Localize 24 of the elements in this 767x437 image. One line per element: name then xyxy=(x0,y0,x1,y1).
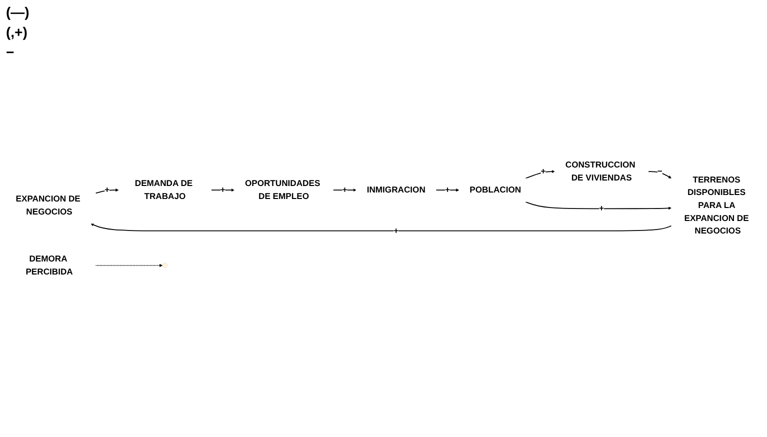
edge-label: + xyxy=(220,185,226,195)
node-text: OPORTUNIDADES DE EMPLEO xyxy=(244,178,320,202)
node-text: EXPANCION DE NEGOCIOS xyxy=(16,194,80,217)
node-text: CONSTRUCCION DE VIVIENDAS xyxy=(565,160,636,183)
arrow xyxy=(525,170,555,179)
edge-label: − xyxy=(657,166,662,176)
arrow xyxy=(525,201,672,210)
edge-label: + xyxy=(104,185,110,195)
edge-label: + xyxy=(394,226,399,236)
arrow xyxy=(95,264,163,268)
node-text: TERRENOS DISPONIBLES PARA LA EXPANCION DE NEGOCIOS xyxy=(684,174,749,236)
node-text: POBLACION xyxy=(470,185,522,195)
edge-label: + xyxy=(342,185,348,195)
loop-label: − xyxy=(6,44,16,60)
loop-label: (,+) xyxy=(6,24,28,40)
loop-label: (—) xyxy=(6,4,30,20)
edge-label: + xyxy=(540,166,546,176)
node-text: INMIGRACION xyxy=(366,185,426,195)
node-text: DEMANDA DE TRABAJO xyxy=(134,178,193,202)
edge-label: + xyxy=(445,185,450,195)
arrow xyxy=(648,171,672,178)
edge-label: + xyxy=(599,204,604,214)
node-text: DEMORA PERCIBIDA xyxy=(26,254,73,277)
arrow xyxy=(90,223,672,232)
